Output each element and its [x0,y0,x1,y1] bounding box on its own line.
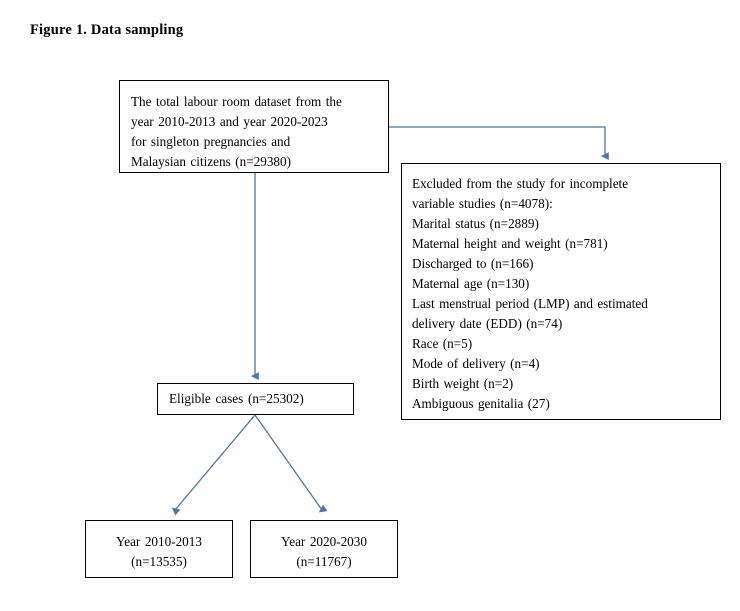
node-eligible-cases: Eligible cases (n=25302) [157,383,354,415]
node-eligible-cases-text: Eligible cases (n=25302) [169,391,304,406]
node-total-labour-room-dataset-text: The total labour room dataset from the y… [131,94,342,169]
node-year-2010-2013: Year 2010-2013 (n=13535) [85,520,233,578]
node-excluded-from-study-text: Excluded from the study for incomplete v… [412,176,648,411]
node-excluded-from-study: Excluded from the study for incomplete v… [401,163,721,420]
node-year-2010-2013-text: Year 2010-2013 (n=13535) [116,534,202,569]
figure-caption: Figure 1. Data sampling [30,22,184,38]
node-total-labour-room-dataset: The total labour room dataset from the y… [119,80,389,173]
node-year-2020-2030-text: Year 2020-2030 (n=11767) [281,534,367,569]
connector-total-to-excluded [389,126,609,161]
node-year-2020-2030: Year 2020-2030 (n=11767) [250,520,398,578]
connector-eligible-to-year-a [171,414,256,516]
connector-eligible-to-year-b [254,414,328,513]
